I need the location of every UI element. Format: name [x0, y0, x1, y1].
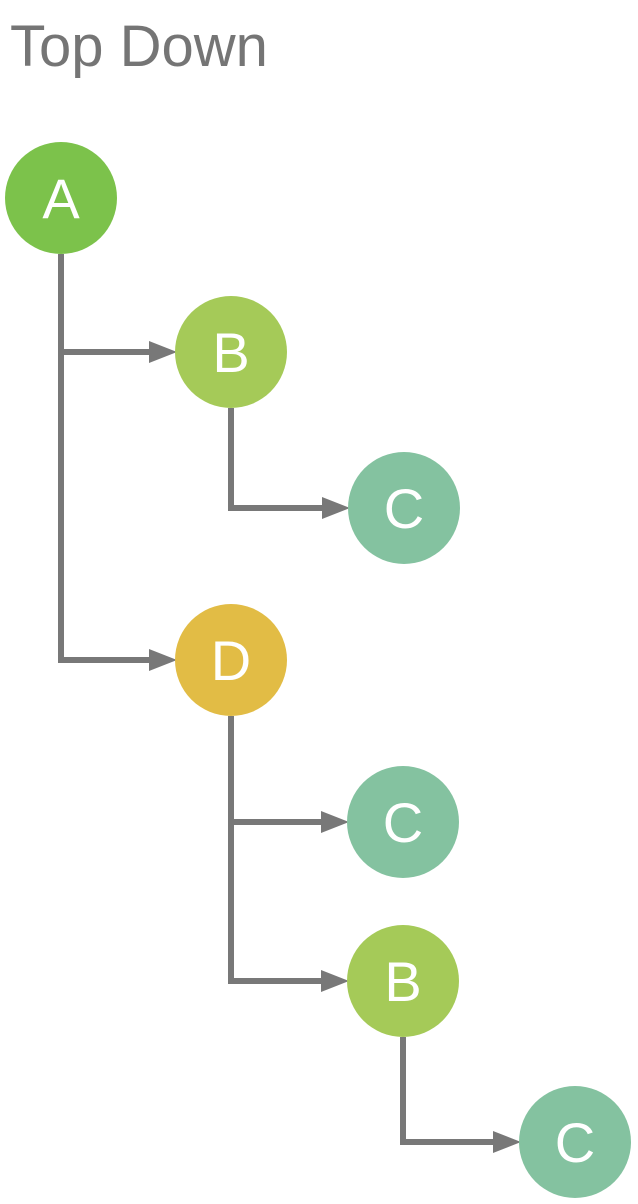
- node-circle-C3: [519, 1086, 631, 1198]
- tree-node-C3: C: [519, 1086, 631, 1198]
- tree-node-D1: D: [175, 604, 287, 716]
- node-label-B1: B: [212, 321, 249, 384]
- edge-A1-D1: [58, 254, 151, 663]
- node-circle-C1: [348, 452, 460, 564]
- node-circle-D1: [175, 604, 287, 716]
- edge-D1-C2: [228, 716, 323, 825]
- node-label-C1: C: [384, 477, 424, 540]
- node-circle-A1: [5, 142, 117, 254]
- arrowhead-icon: [321, 811, 349, 833]
- tree-node-A1: A: [5, 142, 117, 254]
- node-circle-B1: [175, 296, 287, 408]
- node-circle-C2: [347, 766, 459, 878]
- diagram-title: Top Down: [10, 14, 268, 79]
- arrowhead-icon: [322, 497, 350, 519]
- tree-node-B1: B: [175, 296, 287, 408]
- arrowhead-icon: [321, 970, 349, 992]
- node-label-D1: D: [211, 629, 251, 692]
- node-label-C2: C: [383, 791, 423, 854]
- node-label-B2: B: [384, 950, 421, 1013]
- tree-node-C1: C: [348, 452, 460, 564]
- arrowhead-icon: [149, 649, 177, 671]
- node-label-C3: C: [555, 1111, 595, 1174]
- edge-B2-C3: [400, 1037, 495, 1145]
- edge-D1-B2: [228, 716, 323, 984]
- node-label-A1: A: [42, 167, 80, 230]
- arrowhead-icon: [149, 341, 177, 363]
- edge-A1-B1: [58, 254, 151, 355]
- arrowhead-icon: [493, 1131, 521, 1153]
- tree-node-C2: C: [347, 766, 459, 878]
- tree-node-B2: B: [347, 925, 459, 1037]
- edge-B1-C1: [228, 408, 324, 511]
- node-circle-B2: [347, 925, 459, 1037]
